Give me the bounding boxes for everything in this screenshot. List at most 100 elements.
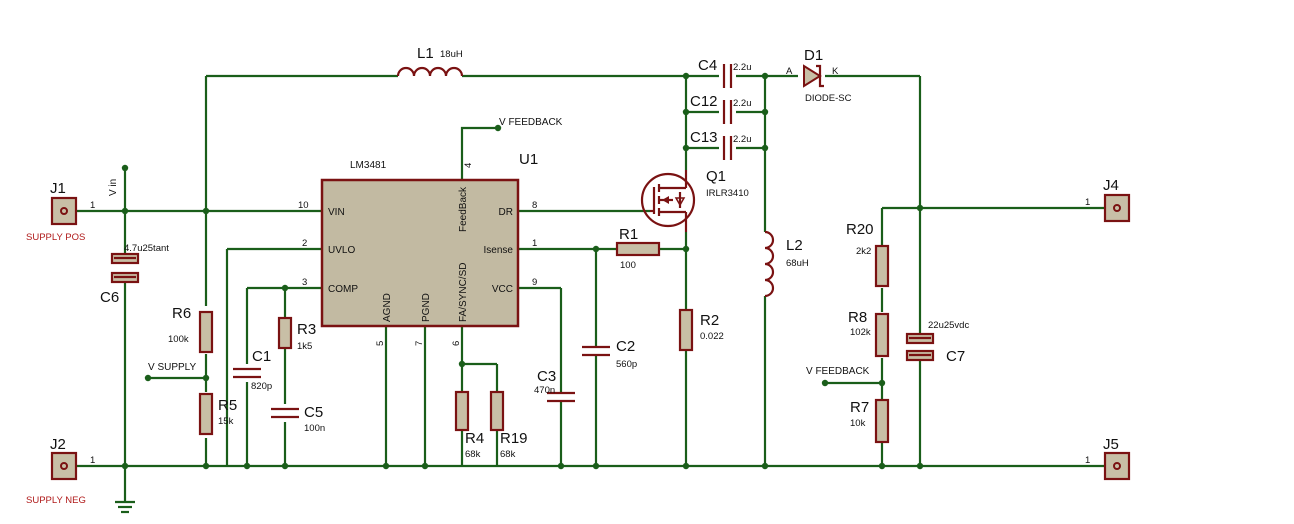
- connector-j2[interactable]: J2 1 SUPPLY NEG: [26, 436, 95, 506]
- capacitor-c4[interactable]: C4 2.2u: [698, 57, 752, 88]
- pin-dr-num: 8: [532, 200, 537, 211]
- l2-ref: L2: [786, 237, 803, 254]
- c12-ref: C12: [690, 93, 718, 110]
- j4-ref: J4: [1103, 177, 1119, 194]
- pin-fa-num: 6: [451, 341, 462, 346]
- r7-ref: R7: [850, 399, 869, 416]
- capacitor-c12[interactable]: C12 2.2u: [690, 93, 752, 124]
- r19-ref: R19: [500, 430, 528, 447]
- c4-value: 2.2u: [733, 62, 752, 73]
- pin-feedback-name: FeedBack: [458, 186, 469, 232]
- r5-value: 15k: [218, 416, 234, 427]
- ground-icon: [115, 500, 135, 514]
- pin-feedback-num: 4: [463, 163, 474, 168]
- pin-fa-name: FA/SYNC/SD: [458, 263, 469, 322]
- c3-ref: C3: [537, 368, 556, 385]
- c5-ref: C5: [304, 404, 323, 421]
- q1-ref: Q1: [706, 168, 726, 185]
- diode-d1[interactable]: D1 A K DIODE-SC: [786, 47, 852, 104]
- c13-value: 2.2u: [733, 134, 752, 145]
- pin-uvlo-name: UVLO: [328, 245, 355, 256]
- resistor-r2[interactable]: R2 0.022: [678, 308, 724, 352]
- capacitor-c3[interactable]: C3 470n: [534, 368, 575, 403]
- ic-ref: U1: [519, 151, 538, 168]
- c2-value: 560p: [616, 359, 637, 370]
- r7-value: 10k: [850, 418, 866, 429]
- l2-value: 68uH: [786, 258, 809, 269]
- capacitor-c7[interactable]: 22u25vdc C7: [905, 320, 969, 365]
- net-label-vfeedback-right: V FEEDBACK: [806, 366, 870, 377]
- j5-pin: 1: [1085, 455, 1090, 466]
- pin-uvlo-num: 2: [302, 238, 307, 249]
- connector-j5[interactable]: J5 1: [1085, 436, 1131, 481]
- pin-pgnd-num: 7: [414, 341, 425, 346]
- pin-pgnd-name: PGND: [421, 293, 432, 322]
- j2-ref: J2: [50, 436, 66, 453]
- wires: [74, 74, 1105, 502]
- r5-ref: R5: [218, 397, 237, 414]
- r4-value: 68k: [465, 449, 481, 460]
- capacitor-c1[interactable]: C1 820p: [233, 348, 272, 392]
- inductor-l1[interactable]: L1 18uH: [396, 45, 464, 77]
- d1-anode: A: [786, 66, 793, 77]
- j2-pin: 1: [90, 455, 95, 466]
- r3-value: 1k5: [297, 341, 312, 352]
- resistor-r3[interactable]: R3 1k5: [277, 316, 316, 352]
- l1-ref: L1: [417, 45, 434, 62]
- q1-value: IRLR3410: [706, 188, 749, 199]
- resistor-r20[interactable]: R20 2k2: [846, 221, 890, 288]
- j5-ref: J5: [1103, 436, 1119, 453]
- r20-ref: R20: [846, 221, 874, 238]
- r1-value: 100: [620, 260, 636, 271]
- net-label-vfeedback-top: V FEEDBACK: [499, 117, 563, 128]
- r2-value: 0.022: [700, 331, 724, 342]
- connector-j4[interactable]: J4 1: [1085, 177, 1131, 223]
- pin-vin-name: VIN: [328, 207, 345, 218]
- r20-value: 2k2: [856, 246, 871, 257]
- ic-u1[interactable]: LM3481 U1 VIN 10 UVLO 2 COMP 3 DR 8 Isen…: [298, 151, 538, 346]
- resistor-r8[interactable]: R8 102k: [848, 309, 890, 358]
- d1-value: DIODE-SC: [805, 93, 852, 104]
- r6-value: 100k: [168, 334, 189, 345]
- pin-isense-name: Isense: [484, 245, 514, 256]
- resistor-r19[interactable]: R19 68k: [489, 390, 528, 460]
- c3-value: 470n: [534, 385, 555, 396]
- net-label-vsupply: V SUPPLY: [148, 362, 196, 373]
- pin-comp-name: COMP: [328, 284, 358, 295]
- j1-ref: J1: [50, 180, 66, 197]
- capacitor-c2[interactable]: C2 560p: [582, 338, 637, 370]
- c4-ref: C4: [698, 57, 717, 74]
- resistor-r6[interactable]: R6 100k: [168, 305, 214, 354]
- junction-dots: [121, 72, 924, 470]
- c13-ref: C13: [690, 129, 718, 146]
- j1-pin: 1: [90, 200, 95, 211]
- resistor-r5[interactable]: R5 15k: [198, 392, 237, 436]
- mosfet-q1[interactable]: Q1 IRLR3410: [640, 168, 749, 232]
- ic-part: LM3481: [350, 160, 387, 171]
- pin-vcc-name: VCC: [492, 284, 513, 295]
- d1-cathode: K: [832, 66, 839, 77]
- j2-label: SUPPLY NEG: [26, 495, 86, 506]
- resistor-r1[interactable]: R1 100: [615, 226, 661, 271]
- connector-j1[interactable]: J1 1 SUPPLY POS: [26, 180, 95, 243]
- capacitor-c6[interactable]: 4.7u25tant C6: [100, 243, 169, 306]
- l1-value: 18uH: [440, 49, 463, 60]
- capacitor-c5[interactable]: C5 100n: [271, 404, 325, 434]
- resistor-r4[interactable]: R4 68k: [454, 390, 484, 460]
- pin-vcc-num: 9: [532, 277, 537, 288]
- capacitor-c13[interactable]: C13 2.2u: [690, 129, 752, 160]
- r3-ref: R3: [297, 321, 316, 338]
- c12-value: 2.2u: [733, 98, 752, 109]
- resistor-r7[interactable]: R7 10k: [850, 398, 890, 444]
- inductor-l2[interactable]: L2 68uH: [764, 230, 809, 298]
- r6-ref: R6: [172, 305, 191, 322]
- pin-vin-num: 10: [298, 200, 309, 211]
- pin-isense-num: 1: [532, 238, 537, 249]
- c7-value: 22u25vdc: [928, 320, 969, 331]
- r4-ref: R4: [465, 430, 484, 447]
- net-label-vin: V in: [108, 179, 119, 196]
- c6-value: 4.7u25tant: [124, 243, 169, 254]
- d1-ref: D1: [804, 47, 823, 64]
- c1-value: 820p: [251, 381, 272, 392]
